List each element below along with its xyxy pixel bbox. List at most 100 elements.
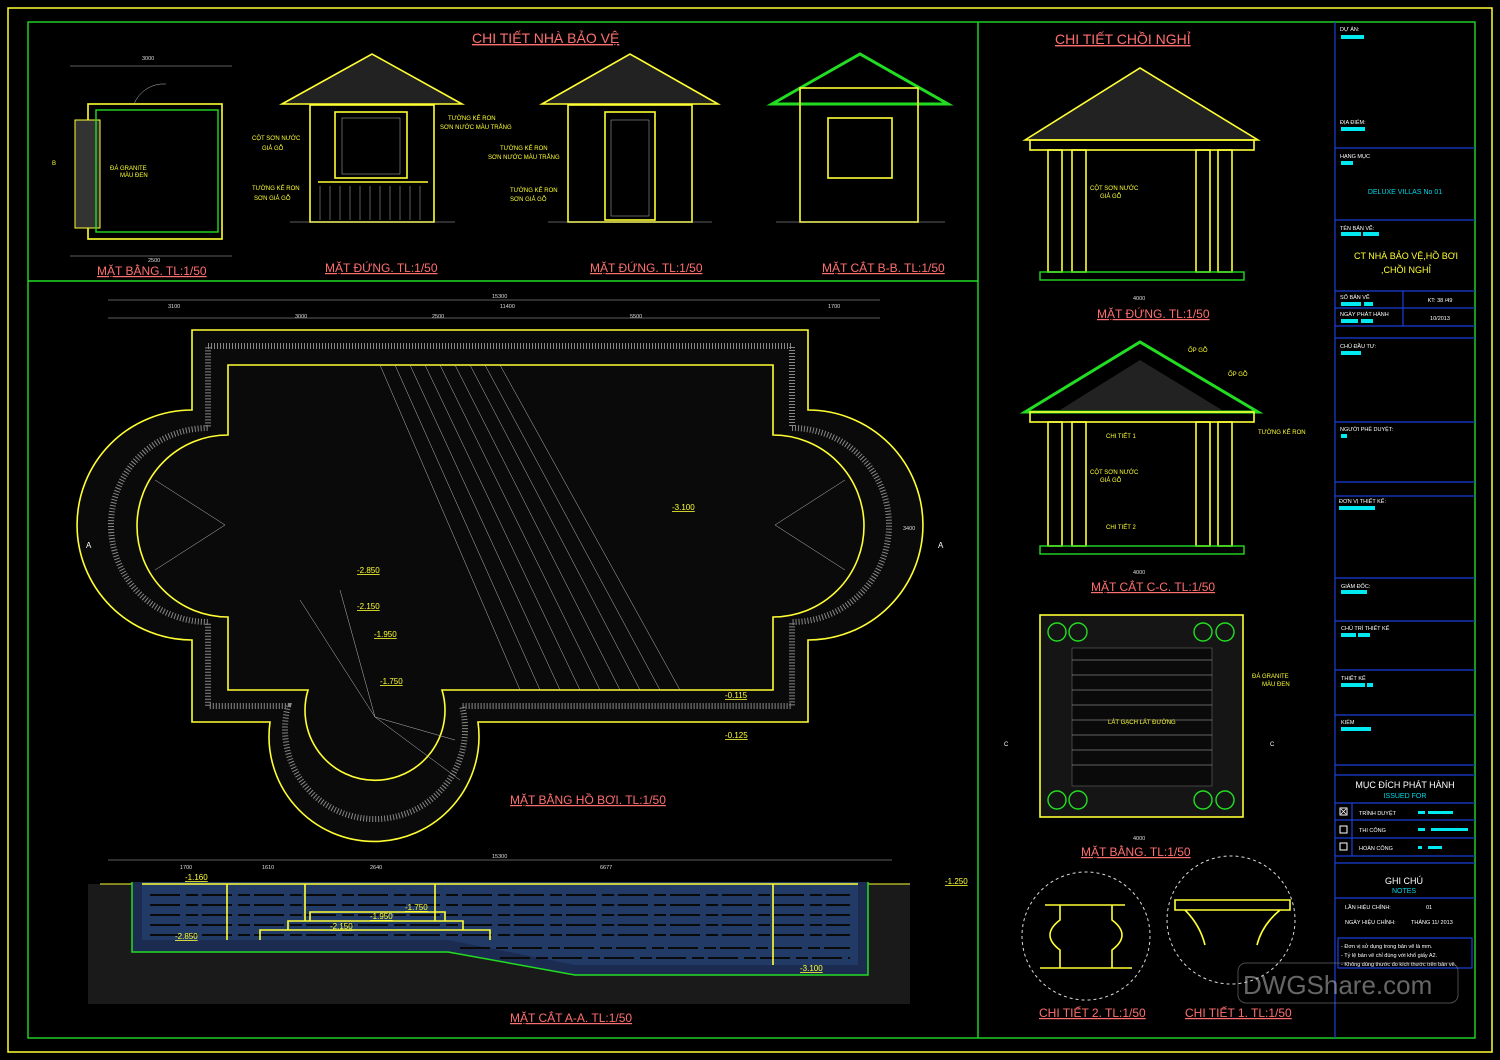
- drawing-no-label: SỐ BẢN VẼ: [1340, 294, 1370, 301]
- white-paint-label: SƠN NƯỚC MÀU TRẮNG: [440, 123, 512, 131]
- checkbox-checked[interactable]: [1339, 807, 1348, 816]
- section-marker-b: B: [52, 161, 56, 167]
- issue-option-label: TRÌNH DUYỆT: [1359, 809, 1397, 817]
- revision-date-label: NGÀY HIỆU CHỈNH:: [1345, 918, 1396, 926]
- dim-label: 3000: [295, 314, 307, 320]
- title-block: DỰ ÁN: ĐỊA ĐIỂM: HẠNG MỤC DELUXE VILLAS …: [1335, 26, 1475, 969]
- dim-label: 5500: [630, 314, 642, 320]
- drawing-no-value: KT: 38 /49: [1428, 298, 1453, 304]
- kiosk-section-title: MẶT CẮT C-C. TL:1/50: [1091, 579, 1215, 594]
- pool-plan: 15300 11400 3100 1700 3000 2500 5500 -3.…: [76, 294, 944, 843]
- watermark: DWGShare.com: [1237, 962, 1459, 1004]
- dim-label: 3000: [142, 56, 154, 62]
- designer-label: THIẾT KẾ: [1341, 675, 1366, 682]
- outer-frame: [7, 7, 1493, 1053]
- level-marker: -1.160: [185, 873, 208, 882]
- issue-date-value: 10/2013: [1430, 316, 1450, 322]
- black-label: MÀU ĐEN: [1262, 681, 1290, 688]
- groove-wall-label: TƯỜNG KẺ RON: [510, 187, 558, 194]
- level-marker: -2.150: [357, 602, 380, 611]
- level-marker: -1.750: [405, 903, 428, 912]
- kiosk-plan-title: MẶT BẰNG. TL:1/50: [1081, 844, 1191, 859]
- level-marker: -2.850: [357, 566, 380, 575]
- issued-for-title: MỤC ĐÍCH PHÁT HÀNH: [1355, 780, 1454, 790]
- level-marker: -0.125: [725, 731, 748, 740]
- drawing-name-line1: CT NHÀ BẢO VỆ,HỒ BƠI: [1354, 250, 1458, 261]
- issue-option-as-built[interactable]: HOÀN CÔNG: [1339, 842, 1442, 852]
- checker-label: KIỂM: [1341, 719, 1355, 726]
- guard-section-title: MẶT CẮT B-B. TL:1/50: [822, 260, 945, 275]
- dim-label: 1700: [828, 304, 840, 310]
- category-value: DELUXE VILLAS No 01: [1368, 189, 1442, 196]
- dim-label: 4000: [1133, 570, 1145, 576]
- level-marker: -1.950: [374, 630, 397, 639]
- note-item: - Đơn vị sử dụng trong bản vẽ là mm.: [1341, 943, 1433, 950]
- groove-wall-label: TƯỜNG KẺ RON: [448, 115, 496, 122]
- level-marker: -2.150: [330, 922, 353, 931]
- dim-label: 11400: [500, 304, 515, 310]
- level-marker: -1.250: [945, 877, 968, 886]
- guard-house-elevation-1: CỘT SƠN NƯỚC GIẢ GỖ TƯỜNG KẺ RON SƠN GIẢ…: [252, 53, 512, 223]
- checkbox[interactable]: [1339, 842, 1348, 851]
- paving-label: LÁT GẠCH LÁT ĐƯỜNG: [1108, 719, 1176, 726]
- dim-label: 15300: [492, 294, 507, 300]
- detail-1: [1166, 855, 1296, 985]
- detail1-title: CHI TIẾT 1. TL:1/50: [1185, 1005, 1292, 1020]
- kiosk-plan: LÁT GẠCH LÁT ĐƯỜNG ĐÁ GRANITE MÀU ĐEN C …: [1004, 614, 1290, 842]
- wood-paint-label: SƠN GIẢ GỖ: [254, 195, 291, 202]
- issue-option-label: THI CÔNG: [1359, 827, 1386, 834]
- level-marker: -1.750: [380, 677, 403, 686]
- issue-option-review[interactable]: TRÌNH DUYỆT: [1339, 807, 1453, 817]
- section-marker-a-left: A: [86, 541, 92, 550]
- pool-section-title: MẶT CẮT A-A. TL:1/50: [510, 1010, 632, 1025]
- granite-label: ĐÁ GRANITE: [110, 165, 147, 172]
- guard-house-plan: ĐÁ GRANITE MÀU ĐEN 3000 2500 B: [52, 56, 232, 264]
- kiosk-elevation: CỘT SƠN NƯỚC GIẢ GỖ 4000: [1022, 67, 1261, 302]
- column-paint-label: CỘT SƠN NƯỚC: [1090, 469, 1139, 476]
- kiosk-section-cc: ỐP GỖ ỐP GỖ CHI TIẾT 1 CỘT SƠN NƯỚC GIẢ …: [1019, 340, 1306, 576]
- dim-label: 1610: [262, 865, 274, 871]
- issue-option-construction[interactable]: THI CÔNG: [1339, 825, 1468, 834]
- checkbox[interactable]: [1339, 825, 1348, 834]
- section-marker-c-right: C: [1270, 742, 1275, 748]
- dim-label: 4000: [1133, 296, 1145, 302]
- wood-cladding-label: ỐP GỖ: [1228, 371, 1248, 378]
- level-marker: -0.115: [725, 691, 748, 700]
- dim-label: 3400: [903, 526, 915, 532]
- column-paint-label: CỘT SƠN NƯỚC: [1090, 185, 1139, 192]
- revision-date-value: THÁNG 11/ 2013: [1411, 919, 1453, 926]
- revision-label: LẦN HIỆU CHỈNH:: [1345, 903, 1391, 911]
- dim-label: 2640: [370, 865, 382, 871]
- approver-label: NGƯỜI PHÊ DUYỆT:: [1340, 425, 1394, 433]
- dim-label: 2500: [148, 258, 160, 264]
- watermark-text: DWGShare.com: [1243, 970, 1432, 1000]
- level-marker: -1.950: [370, 912, 393, 921]
- wood-cladding-label: ỐP GỖ: [1188, 347, 1208, 354]
- location-label: ĐỊA ĐIỂM:: [1340, 119, 1366, 126]
- issue-date-label: NGÀY PHÁT HÀNH: [1340, 311, 1389, 318]
- groove-wall-label: TƯỜNG KẺ RON: [1258, 429, 1306, 436]
- dim-label: 6677: [600, 865, 612, 871]
- wood-paint-label: SƠN GIẢ GỖ: [510, 196, 547, 203]
- owner-label: CHỦ ĐẦU TƯ:: [1340, 343, 1377, 350]
- level-marker: -3.100: [800, 964, 823, 973]
- white-paint-label: SƠN NƯỚC MÀU TRẮNG: [488, 153, 560, 161]
- dim-label: 1700: [180, 865, 192, 871]
- category-label: HẠNG MỤC: [1340, 154, 1370, 160]
- revision-value: 01: [1426, 905, 1432, 911]
- pool-plan-title: MẶT BẰNG HỒ BƠI. TL:1/50: [510, 792, 666, 807]
- column-paint-label: CỘT SƠN NƯỚC: [252, 135, 301, 142]
- level-marker: -2.850: [175, 932, 198, 941]
- fake-wood-label: GIẢ GỖ: [1100, 193, 1122, 200]
- notes-subtitle: NOTES: [1392, 888, 1416, 895]
- pool-section-aa: 15300 1700 1610 2640 6677 -1.160 -1.250 …: [88, 854, 968, 1004]
- kiosk-title: CHI TIẾT CHỒI NGHỈ: [1055, 30, 1191, 47]
- detail2-callout: CHI TIẾT 2: [1106, 524, 1136, 531]
- fake-wood-label: GIẢ GỖ: [1100, 477, 1122, 484]
- notes-title: GHI CHÚ: [1385, 876, 1423, 886]
- level-marker: -3.100: [672, 503, 695, 512]
- granite-label: ĐÁ GRANITE: [1252, 673, 1289, 680]
- director-label: GIÁM ĐỐC:: [1341, 583, 1371, 590]
- dim-label: 4000: [1133, 836, 1145, 842]
